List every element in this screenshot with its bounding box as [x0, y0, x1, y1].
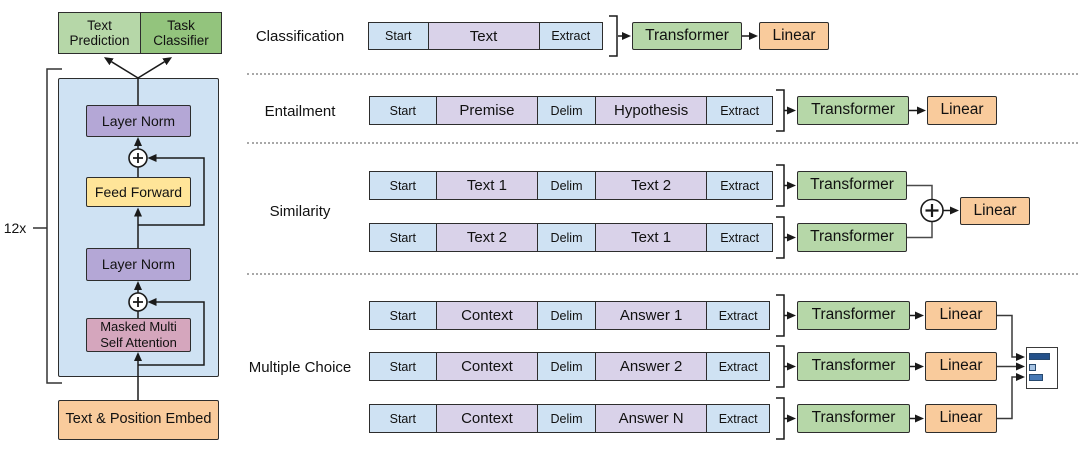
token-extract: Extract [706, 353, 769, 380]
token-premise: Premise [435, 97, 538, 124]
token-delim: Delim [537, 172, 595, 199]
token-start: Start [370, 172, 436, 199]
transformer-box: Transformer [797, 223, 907, 252]
token-hypothesis: Hypothesis [594, 97, 707, 124]
token-context: Context [435, 405, 538, 432]
token-start: Start [370, 405, 436, 432]
section-divider [247, 73, 1078, 75]
token-start: Start [370, 97, 436, 124]
token-context: Context [435, 302, 538, 329]
layer-norm-top: Layer Norm [86, 105, 191, 137]
multiple-choice-arrows [776, 294, 1025, 440]
token-delim: Delim [537, 224, 595, 251]
transformer-box: Transformer [632, 22, 742, 50]
transformer-box: Transformer [797, 352, 910, 381]
token-start: Start [370, 302, 436, 329]
transformer-box: Transformer [797, 301, 910, 330]
token-extract: Extract [538, 23, 602, 49]
linear-box: Linear [960, 197, 1030, 225]
similarity-token-strip-2: Start Text 2 Delim Text 1 Extract [369, 223, 773, 252]
multiple-choice-label: Multiple Choice [248, 359, 352, 376]
repeat-bracket [33, 68, 62, 384]
token-delim: Delim [537, 97, 595, 124]
linear-box: Linear [925, 301, 997, 330]
linear-box: Linear [927, 96, 997, 125]
similarity-label: Similarity [269, 203, 331, 220]
token-extract: Extract [706, 97, 772, 124]
token-answer1: Answer 1 [594, 302, 707, 329]
token-text2: Text 2 [435, 224, 538, 251]
token-text1: Text 1 [435, 172, 538, 199]
linear-box: Linear [925, 352, 997, 381]
token-answerN: Answer N [594, 405, 707, 432]
token-delim: Delim [537, 302, 595, 329]
token-extract: Extract [706, 172, 772, 199]
task-classifier-head: Task Classifier [140, 13, 221, 53]
token-extract: Extract [706, 302, 769, 329]
token-extract: Extract [706, 224, 772, 251]
multiple-choice-token-strip-1: Start Context Delim Answer 1 Extract [369, 301, 770, 330]
multiple-choice-token-strip-2: Start Context Delim Answer 2 Extract [369, 352, 770, 381]
score-bar-3 [1029, 374, 1043, 381]
output-heads: Text Prediction Task Classifier [58, 12, 222, 54]
similarity-add-icon [920, 198, 944, 223]
classification-arrows [609, 15, 758, 57]
similarity-arrows [776, 164, 959, 259]
token-delim: Delim [537, 405, 595, 432]
score-bar-2 [1029, 364, 1036, 371]
layer-norm-bottom: Layer Norm [86, 248, 191, 281]
entailment-label: Entailment [264, 103, 336, 120]
section-divider [247, 273, 1078, 275]
masked-multi-self-attention: Masked Multi Self Attention [86, 318, 191, 352]
token-extract: Extract [706, 405, 769, 432]
token-start: Start [370, 224, 436, 251]
token-context: Context [435, 353, 538, 380]
linear-box: Linear [759, 22, 829, 50]
section-divider [247, 142, 1078, 144]
entailment-token-strip: Start Premise Delim Hypothesis Extract [369, 96, 773, 125]
classification-token-strip: Start Text Extract [368, 22, 603, 50]
repeat-count-label: 12x [3, 220, 27, 236]
transformer-box: Transformer [797, 171, 907, 200]
score-bar-1 [1029, 353, 1050, 360]
classification-label: Classification [255, 28, 345, 45]
transformer-box: Transformer [797, 404, 910, 433]
left-stack-arrows [103, 57, 205, 400]
token-text2: Text 2 [594, 172, 707, 199]
token-start: Start [370, 353, 436, 380]
entailment-arrows [776, 89, 926, 132]
residual-add-icon [128, 148, 148, 312]
token-text1: Text 1 [594, 224, 707, 251]
linear-box: Linear [925, 404, 997, 433]
feed-forward: Feed Forward [86, 177, 191, 207]
token-delim: Delim [537, 353, 595, 380]
text-prediction-head: Text Prediction [59, 13, 140, 53]
text-position-embed: Text & Position Embed [58, 400, 219, 440]
token-answer2: Answer 2 [594, 353, 707, 380]
multiple-choice-token-strip-3: Start Context Delim Answer N Extract [369, 404, 770, 433]
token-start: Start [369, 23, 428, 49]
transformer-box: Transformer [797, 96, 909, 125]
token-text: Text [427, 23, 539, 49]
similarity-token-strip-1: Start Text 1 Delim Text 2 Extract [369, 171, 773, 200]
